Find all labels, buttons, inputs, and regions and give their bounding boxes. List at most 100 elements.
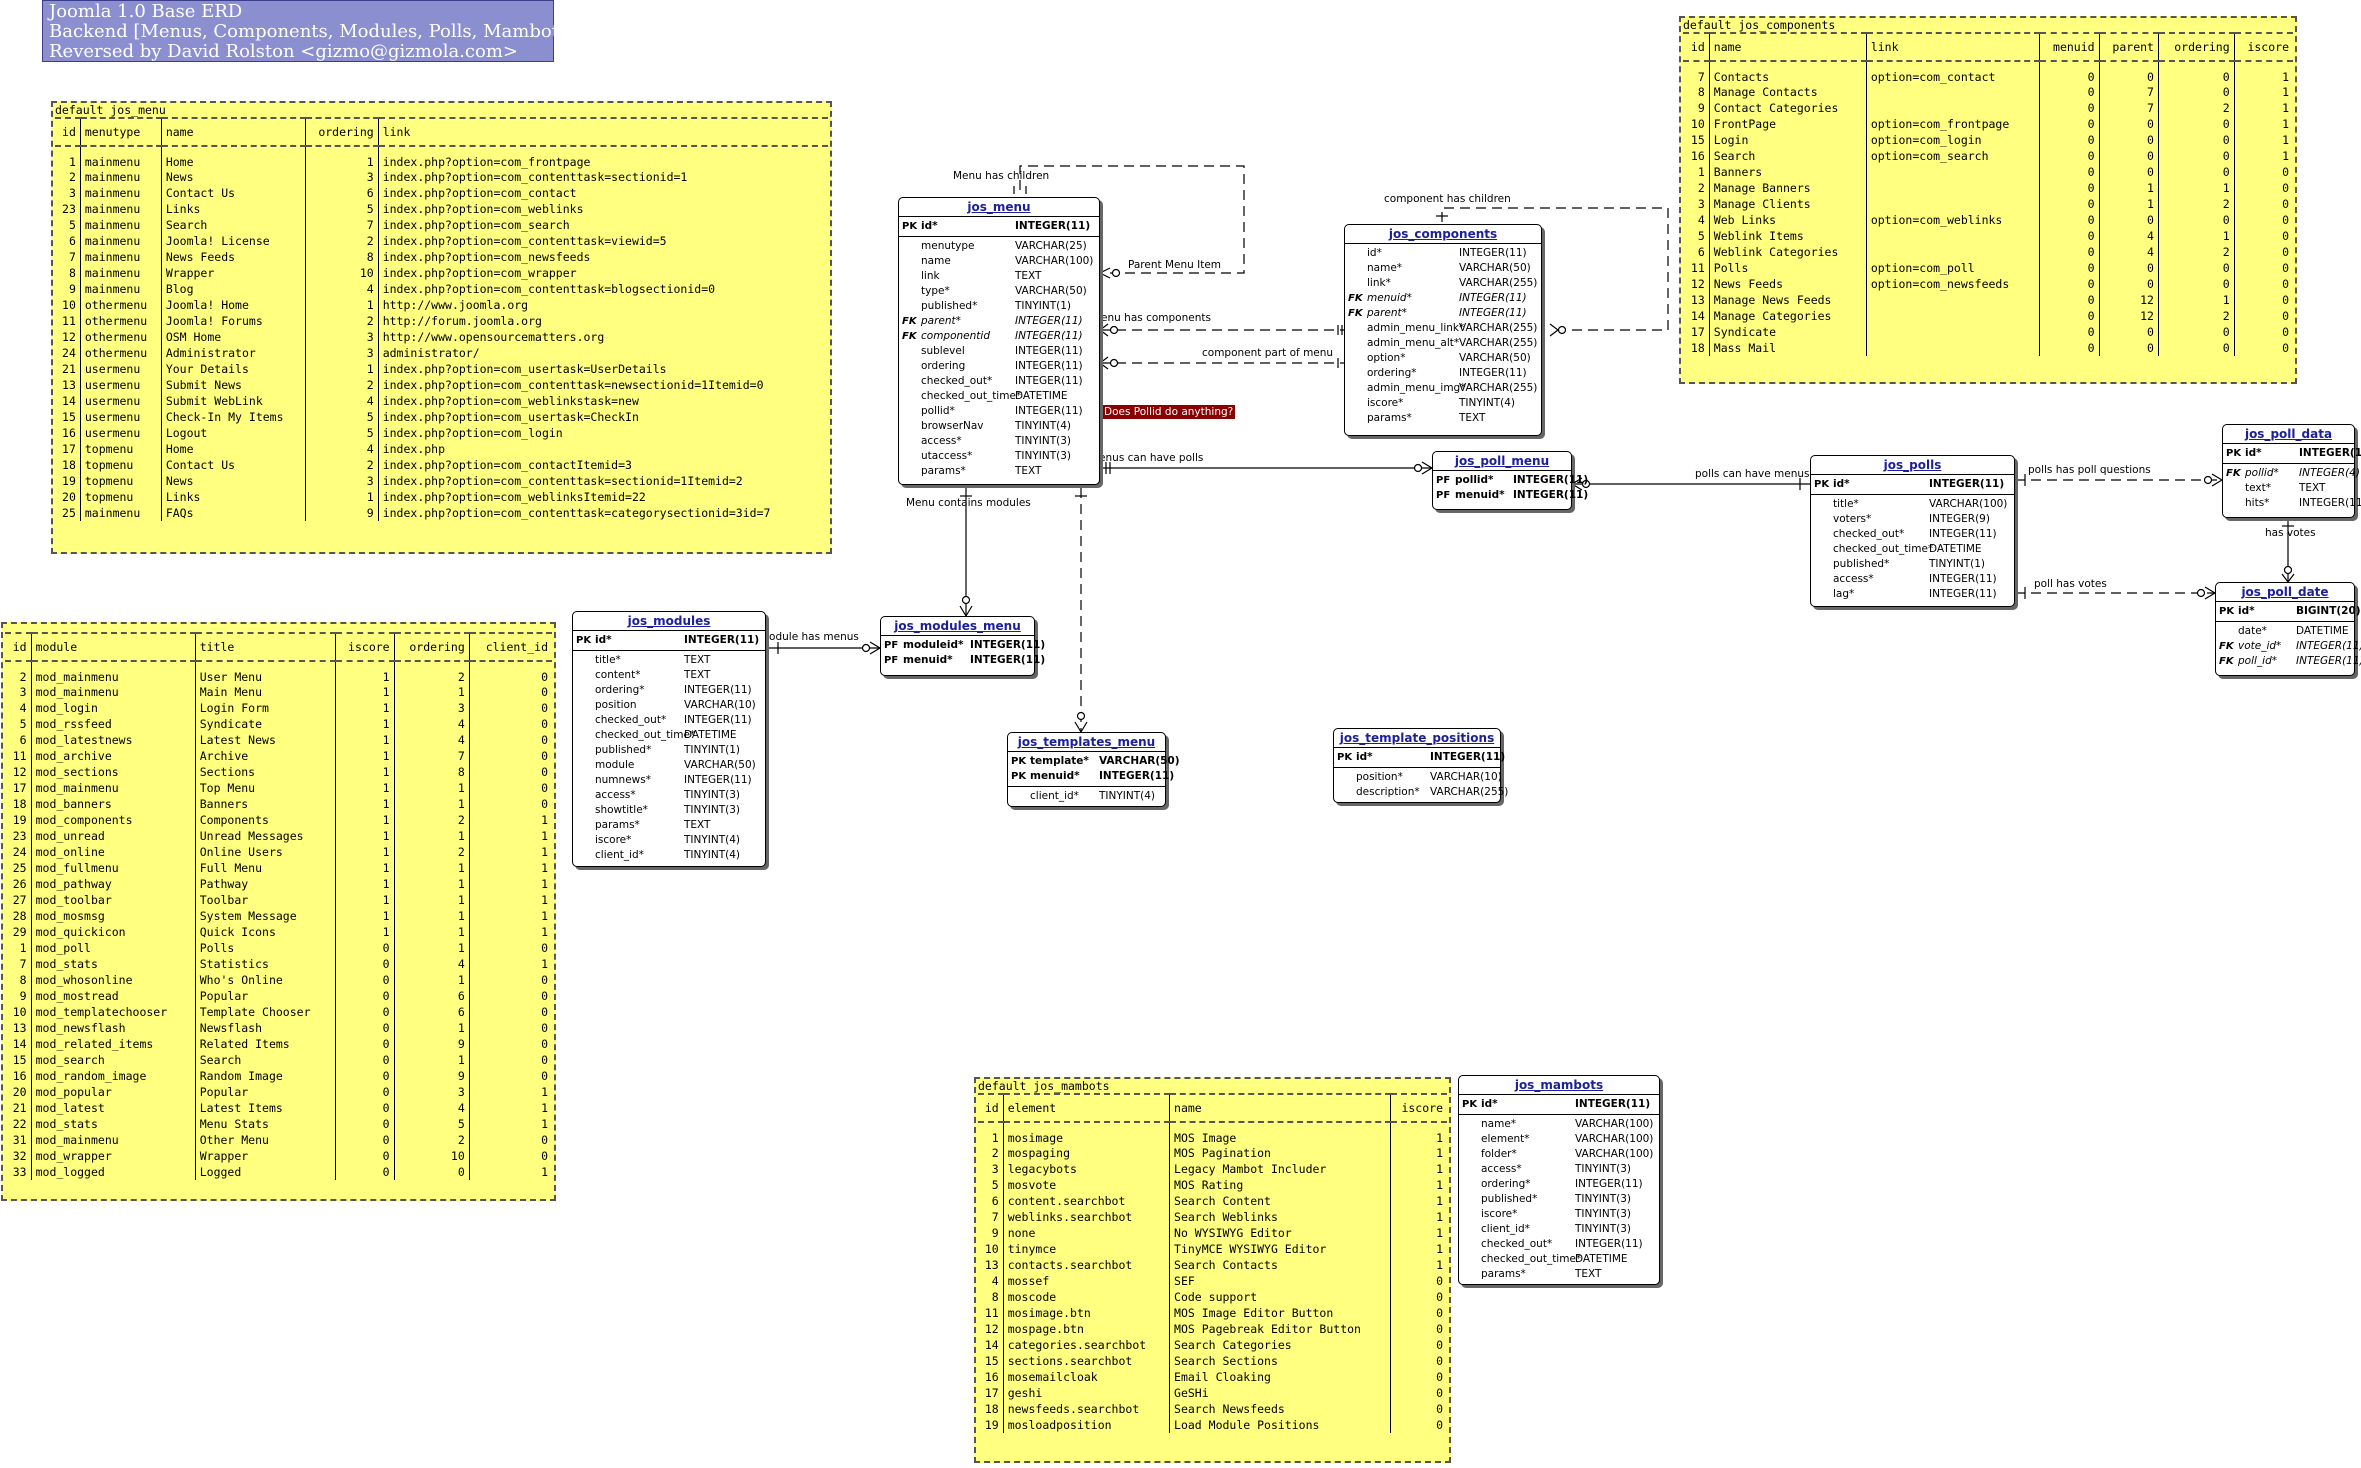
entity-attribute-row: client_id*TINYINT(4) (573, 848, 765, 863)
table-cell: othermenu (79, 297, 162, 313)
table-cell: 2 (393, 661, 470, 684)
table-cell: mod_newsflash (30, 1020, 196, 1036)
attribute-type: INTEGER(11) (2296, 655, 2361, 667)
table-cell: 19 (12, 813, 27, 827)
table-cell: index.php?option=com_login (377, 425, 828, 441)
table-cell: 12 (12, 765, 27, 779)
attribute-name: sublevel (921, 345, 965, 357)
table-cell: 1 (1390, 1145, 1447, 1161)
attribute-type: TINYINT(4) (684, 834, 741, 846)
table-cell: 7 (304, 217, 379, 233)
table-cell: System Message (194, 908, 336, 924)
table-cell: 16 (984, 1370, 999, 1384)
table-cell: 0 (334, 988, 395, 1004)
key-marker: FK (2219, 641, 2234, 652)
table-cell: 1 (468, 1100, 552, 1116)
table-cell: 2 (1697, 181, 1705, 195)
table-cell: 5 (393, 1116, 470, 1132)
key-marker (573, 788, 595, 803)
key-marker (1345, 276, 1367, 291)
table-cell: 1 (304, 146, 379, 169)
key-marker (1459, 1117, 1481, 1132)
table-cell: MOS Image (1169, 1122, 1391, 1145)
key-marker (899, 464, 921, 479)
table-cell: 1 (334, 828, 395, 844)
key-marker (573, 848, 595, 863)
table-cell: option=com_poll (1865, 260, 2040, 276)
table-cell: Load Module Positions (1169, 1417, 1391, 1433)
table-cell: 8 (1697, 85, 1705, 99)
rel-label-menus-can-have-polls: Menus can have polls (1090, 452, 1204, 464)
table-cell: mod_poll (30, 940, 196, 956)
table-cell: 0 (393, 1164, 470, 1180)
entity-attribute-row: name*VARCHAR(50) (1345, 261, 1541, 276)
table-cell: 0 (2157, 148, 2235, 164)
table-cell: 0 (2233, 276, 2293, 292)
table-cell: mossef (1002, 1273, 1170, 1289)
attribute-name: client_id* (1030, 790, 1079, 802)
table-cell: 0 (2098, 132, 2159, 148)
key-marker: PF (1436, 475, 1451, 486)
table-cell: mospage.btn (1002, 1321, 1170, 1337)
table-cell: 0 (2157, 164, 2235, 180)
table-cell: 3 (991, 1162, 999, 1176)
table-cell: 0 (334, 1148, 395, 1164)
table-cell: 11 (12, 749, 27, 763)
table-cell: mosvote (1002, 1177, 1170, 1193)
key-marker (1345, 396, 1367, 411)
table-cell: 4 (304, 441, 379, 457)
table-cell: mod_random_image (30, 1068, 196, 1084)
attribute-type: DATETIME (1929, 543, 1982, 555)
table-cell: mosimage (1002, 1122, 1170, 1145)
table-cell: 0 (334, 1020, 395, 1036)
table-cell: 0 (468, 780, 552, 796)
table-cell: 7 (2098, 84, 2159, 100)
table-cell: 5 (68, 218, 76, 232)
entity-attribute-row: checked_out*INTEGER(11) (573, 713, 765, 728)
table-cell: index.php?option=com_usertask=CheckIn (377, 409, 828, 425)
table-cell: Related Items (194, 1036, 336, 1052)
table-cell: 0 (334, 940, 395, 956)
table-cell: 1 (2233, 84, 2293, 100)
entity-title: jos_poll_menu (1433, 452, 1571, 471)
attribute-name: checked_out* (595, 714, 667, 726)
table-cell: 0 (1390, 1337, 1447, 1353)
table-cell: 0 (2157, 260, 2235, 276)
attribute-name: poll_id* (2238, 655, 2278, 667)
key-marker (573, 773, 595, 788)
table-cell: 0 (334, 1036, 395, 1052)
table-cell: 12 (1690, 277, 1705, 291)
table-cell: 33 (12, 1165, 27, 1179)
table-cell: 2 (2157, 244, 2235, 260)
attribute-name: title* (595, 654, 621, 666)
entity-title: jos_poll_data (2223, 425, 2354, 444)
entity-attribute-row: params*TEXT (1345, 411, 1541, 426)
entity-attribute-row: checked_out*INTEGER(11) (1811, 527, 2014, 542)
table-cell: 3 (304, 473, 379, 489)
table-cell: 0 (1390, 1353, 1447, 1369)
attribute-type: TEXT (1575, 1268, 1602, 1280)
table-cell: Newsflash (194, 1020, 336, 1036)
table-cell: 9 (1697, 101, 1705, 115)
table-cell: 0 (2157, 340, 2235, 356)
table-cell (1865, 244, 2040, 260)
table-cell: 22 (12, 1117, 27, 1131)
key-marker (1811, 512, 1833, 527)
table-cell: 0 (2098, 276, 2159, 292)
table-cell: 2 (393, 812, 470, 828)
